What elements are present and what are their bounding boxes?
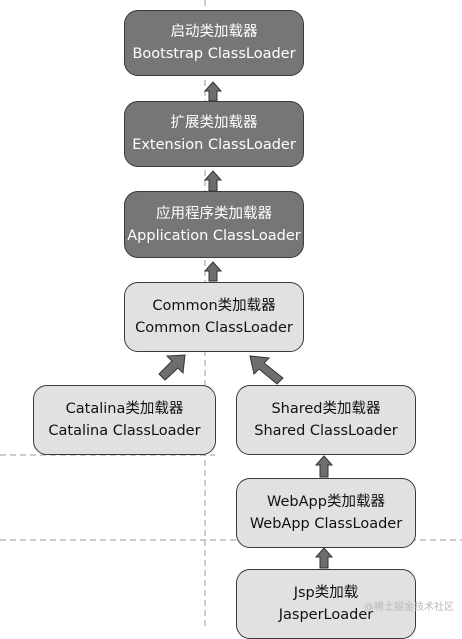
arrow-extension-to-bootstrap <box>203 81 223 102</box>
bootstrap-classloader-node: 启动类加载器 Bootstrap ClassLoader <box>124 10 304 76</box>
watermark-text: @稀土掘金技术社区 <box>364 602 454 613</box>
arrow-catalina-to-common <box>158 354 186 381</box>
webapp-classloader-node: WebApp类加载器 WebApp ClassLoader <box>236 478 416 548</box>
arrow-webapp-to-shared <box>314 455 334 478</box>
arrow-shared-to-common <box>249 355 284 385</box>
common-classloader-title: Common类加载器 <box>152 298 276 314</box>
webapp-classloader-title: WebApp类加载器 <box>267 494 385 510</box>
shared-classloader-title: Shared类加载器 <box>271 401 381 417</box>
application-classloader-title: 应用程序类加载器 <box>156 205 272 222</box>
extension-classloader-title: 扩展类加载器 <box>170 115 258 131</box>
jsp-classloader-title: Jsp类加载 <box>293 585 359 601</box>
arrow-common-to-application <box>203 261 223 282</box>
jsp-classloader-subtitle: JasperLoader <box>278 607 374 623</box>
bootstrap-classloader-subtitle: Bootstrap ClassLoader <box>132 46 296 62</box>
catalina-classloader-subtitle: Catalina ClassLoader <box>48 423 201 439</box>
common-classloader-node: Common类加载器 Common ClassLoader <box>124 282 304 352</box>
extension-classloader-subtitle: Extension ClassLoader <box>132 137 296 153</box>
application-classloader-node: 应用程序类加载器 Application ClassLoader <box>124 191 304 258</box>
bootstrap-classloader-title: 启动类加载器 <box>170 24 258 40</box>
shared-classloader-node: Shared类加载器 Shared ClassLoader <box>236 385 416 455</box>
application-classloader-subtitle: Application ClassLoader <box>127 227 301 244</box>
arrow-jsp-to-webapp <box>314 547 334 569</box>
extension-classloader-node: 扩展类加载器 Extension ClassLoader <box>124 101 304 167</box>
catalina-classloader-title: Catalina类加载器 <box>65 401 184 417</box>
arrow-application-to-extension <box>203 170 223 192</box>
shared-classloader-subtitle: Shared ClassLoader <box>254 423 398 439</box>
catalina-classloader-node: Catalina类加载器 Catalina ClassLoader <box>33 385 216 455</box>
webapp-classloader-subtitle: WebApp ClassLoader <box>249 516 403 532</box>
common-classloader-subtitle: Common ClassLoader <box>135 320 293 336</box>
